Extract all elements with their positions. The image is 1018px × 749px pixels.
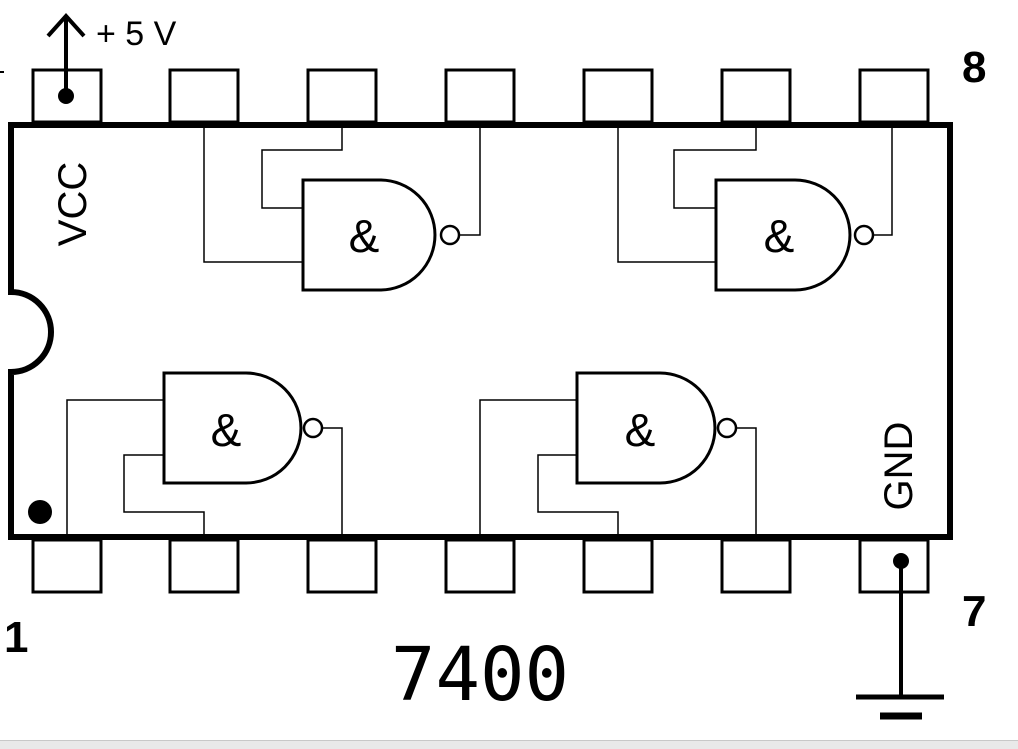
nand-gate-3: & (162, 371, 324, 485)
top-pins (31, 68, 930, 124)
pin-1-number: 1 (4, 613, 28, 662)
internal-wiring (66, 128, 893, 534)
pin-2 (168, 538, 240, 594)
pin-7 (858, 538, 930, 594)
pin-9 (720, 68, 792, 124)
gate-4-symbol: & (625, 404, 656, 456)
supply-arrow (46, 13, 86, 104)
bottom-pins (31, 538, 930, 594)
pin-6 (720, 538, 792, 594)
pin-1-marker-dot (28, 500, 52, 524)
pin-3 (306, 538, 378, 594)
window-bottom-edge (0, 740, 1018, 749)
pin-13 (168, 68, 240, 124)
part-number: 7400 (391, 632, 569, 718)
nand-gate-4: & (575, 371, 738, 485)
pin-8 (858, 68, 930, 124)
gate-2-symbol: & (764, 210, 795, 262)
vcc-label: VCC (51, 162, 95, 246)
pin-4 (444, 538, 516, 594)
pin-7-number: 7 (962, 587, 986, 636)
nand-gate-2: & (714, 178, 875, 292)
pin-8-number: 8 (962, 43, 986, 92)
gnd-label: GND (877, 422, 921, 511)
pin-10 (582, 68, 654, 124)
nand-gate-1: & (301, 178, 461, 292)
gate-3-symbol: & (211, 404, 242, 456)
ground-symbol-icon (856, 553, 944, 720)
supply-label: + 5 V (96, 15, 177, 53)
pin-1 (31, 538, 103, 594)
pin-5 (582, 538, 654, 594)
pin-11 (444, 68, 516, 124)
gate-1-symbol: & (349, 210, 380, 262)
pin-12 (306, 68, 378, 124)
